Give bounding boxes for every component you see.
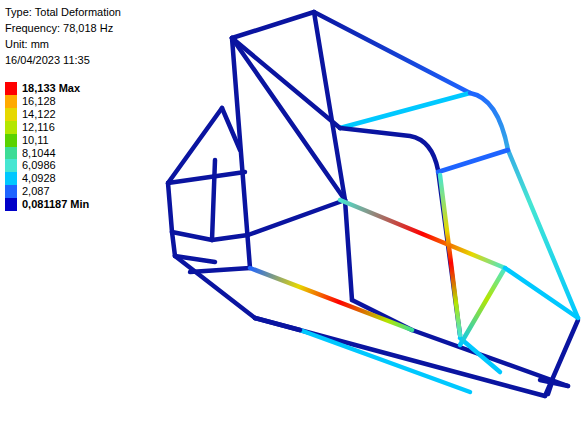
legend-swatch (5, 172, 17, 185)
legend-value: 8,1044 (22, 147, 56, 160)
legend-value: 18,133 Max (22, 82, 80, 95)
legend-swatch (5, 108, 17, 121)
result-header-text: Frequency: 78,018 Hz (5, 22, 113, 35)
legend-swatch (5, 198, 17, 211)
legend-value: 10,11 (22, 134, 49, 147)
legend-value: 12,116 (22, 121, 55, 134)
result-header-text: Type: Total Deformation (5, 6, 121, 19)
result-header-text: Unit: mm (5, 38, 49, 51)
legend-value: 14,122 (22, 108, 56, 121)
legend-value: 2,087 (22, 185, 50, 198)
legend-value: 6,0986 (22, 159, 56, 172)
legend-swatch (5, 147, 17, 160)
legend-swatch (5, 82, 17, 95)
legend-value: 16,128 (22, 95, 56, 108)
legend-swatch (5, 185, 17, 198)
legend-swatch (5, 134, 17, 147)
legend-swatch (5, 159, 17, 172)
legend-swatch (5, 95, 17, 108)
legend-swatch (5, 121, 17, 134)
legend-value: 0,081187 Min (22, 198, 89, 211)
result-header-text: 16/04/2023 11:35 (5, 54, 90, 67)
legend-value: 4,0928 (22, 172, 56, 185)
